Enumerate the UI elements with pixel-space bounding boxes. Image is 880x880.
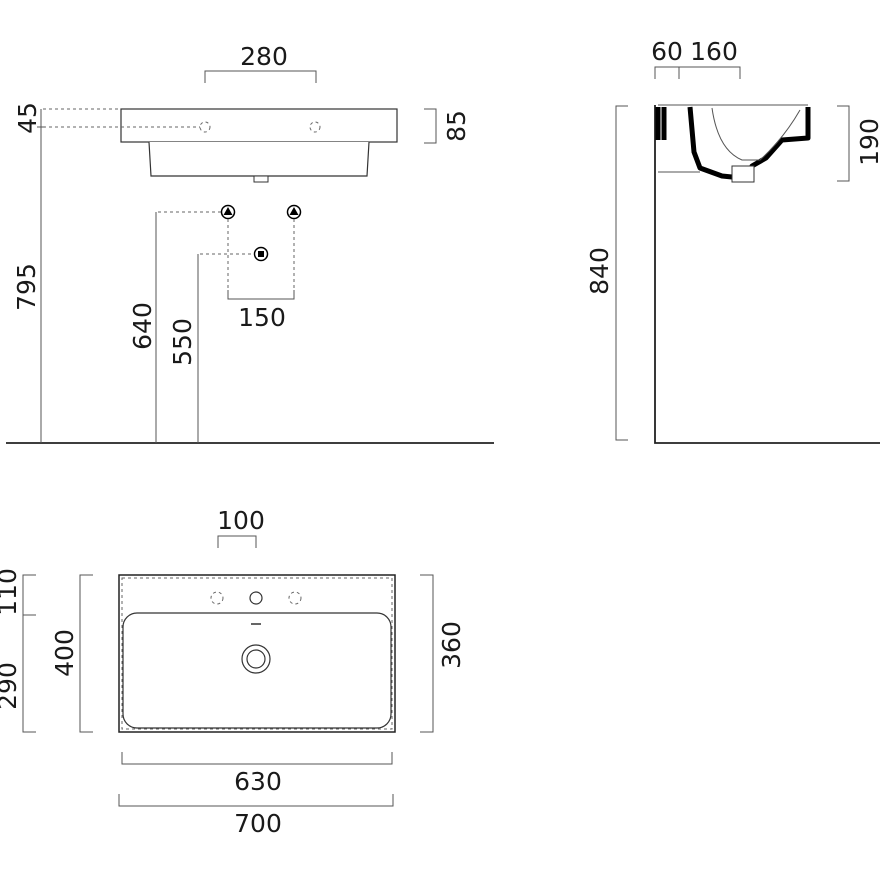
dim-110-label: 110 — [0, 568, 22, 616]
side-section-back-wall — [655, 107, 667, 140]
dim-60-bracket — [654, 66, 680, 79]
side-section-front — [749, 107, 811, 182]
dim-840-label: 840 — [585, 247, 614, 295]
dim-60-label: 60 — [651, 37, 683, 66]
front-drain-stub — [253, 175, 269, 183]
dim-700-bracket — [118, 794, 394, 807]
dim-640-label: 640 — [128, 302, 157, 350]
side-wall-floor-line — [654, 105, 880, 444]
front-view: 280 45 85 795 150 640 — [6, 42, 494, 444]
dim-700-label: 700 — [234, 809, 282, 838]
supply-valve-left-icon — [220, 204, 236, 220]
top-basin-hidden-edge — [121, 577, 393, 730]
dim-110-290-bracket — [22, 574, 36, 733]
top-tap-hole-left — [210, 591, 224, 605]
top-drain-inner — [246, 649, 266, 669]
dim-630-bracket — [121, 752, 393, 765]
top-tap-hole-right — [288, 591, 302, 605]
dim-290-label: 290 — [0, 662, 22, 710]
side-bowl-inner — [711, 107, 801, 161]
side-drain-body — [731, 165, 755, 183]
dim-550-label: 550 — [168, 318, 197, 366]
dim-630-label: 630 — [234, 767, 282, 796]
dim-45-label: 45 — [13, 102, 42, 134]
dim-190-label: 190 — [855, 118, 880, 166]
dim-85-bracket — [424, 108, 437, 144]
dim-795-label: 795 — [12, 263, 41, 311]
dim-280-label: 280 — [240, 42, 288, 71]
dim-840-bracket — [615, 105, 628, 441]
dim-160-label: 160 — [690, 37, 738, 66]
supply-valve-right-icon — [286, 204, 302, 220]
top-view: 100 400 110 290 360 630 700 — [0, 506, 466, 838]
front-basin-rim — [120, 108, 398, 143]
dim-85-label: 85 — [442, 110, 471, 142]
waste-outlet-icon — [253, 246, 269, 262]
front-basin-bowl — [148, 141, 370, 177]
dim-160-bracket — [679, 66, 741, 79]
top-tap-hole-center — [249, 591, 263, 605]
dim-360-bracket — [420, 574, 434, 733]
dim-150-label: 150 — [238, 303, 286, 332]
dim-100-label: 100 — [217, 506, 265, 535]
dim-360-label: 360 — [437, 621, 466, 669]
dim-150-bracket — [227, 290, 295, 300]
side-view: 840 190 60 160 — [585, 37, 880, 444]
dim-280-bracket — [204, 70, 317, 83]
dim-100-bracket — [217, 535, 257, 548]
front-tap-hole-right — [309, 121, 321, 133]
dim-400-bracket — [79, 574, 93, 733]
dim-400-label: 400 — [50, 629, 79, 677]
dim-190-bracket — [837, 105, 850, 182]
front-tap-hole-left — [199, 121, 211, 133]
